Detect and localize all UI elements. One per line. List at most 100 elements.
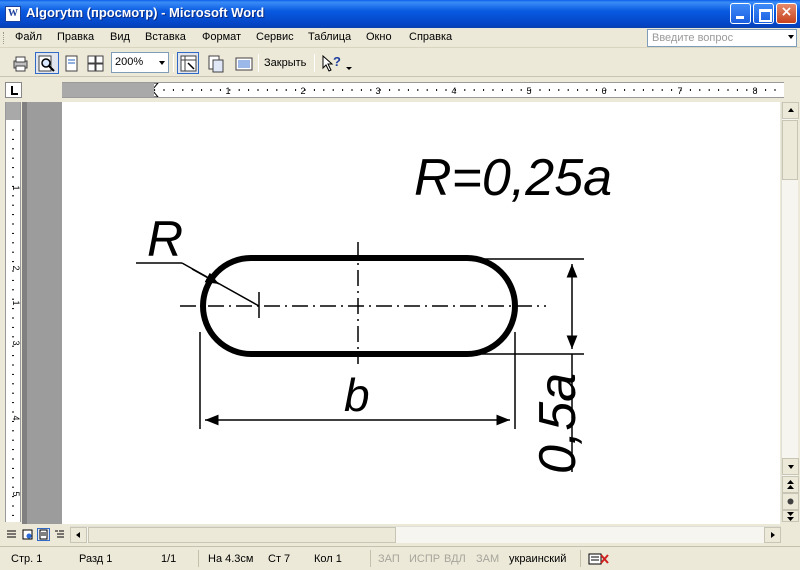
ruler-number: 8 [752, 86, 757, 96]
radius-arrow [191, 268, 220, 285]
normal-view-button[interactable] [5, 528, 18, 541]
radius-label: R [147, 211, 184, 267]
vertical-ruler[interactable]: 1 2 1 3 4 5 [5, 102, 21, 522]
horizontal-scrollbar[interactable] [70, 526, 781, 543]
select-browse-object-button[interactable] [782, 493, 799, 510]
vertical-scroll-thumb[interactable] [782, 120, 798, 180]
window-title: Algorytm (просмотр) - Microsoft Word [26, 5, 265, 20]
help-question-placeholder: Введите вопрос [652, 32, 734, 44]
next-page-button[interactable] [782, 510, 799, 522]
zoom-select[interactable]: 200% [111, 52, 169, 73]
status-line[interactable]: Ст 7 [268, 553, 291, 565]
chevron-down-icon[interactable] [788, 35, 794, 39]
one-page-button[interactable] [60, 52, 82, 74]
ruler-number: 4 [451, 86, 456, 96]
ruler-number: 3 [375, 86, 380, 96]
print-layout-button[interactable] [37, 528, 50, 541]
full-screen-icon [235, 57, 253, 71]
normal-view-icon [7, 530, 16, 538]
menu-tools[interactable]: Сервис [256, 31, 294, 43]
view-ruler-button[interactable] [177, 52, 199, 74]
status-track-changes[interactable]: ИСПР [409, 553, 441, 565]
horizontal-ruler[interactable]: 112345678 [62, 82, 784, 98]
spelling-check-icon[interactable] [588, 551, 610, 567]
status-column[interactable]: Кол 1 [314, 553, 342, 565]
help-question-input[interactable]: Введите вопрос [647, 29, 797, 47]
zoom-value: 200% [115, 56, 144, 68]
radius-formula-label: R=0,25a [414, 149, 613, 207]
menu-help[interactable]: Справка [409, 31, 453, 43]
printer-icon [13, 56, 28, 72]
tab-selector-button[interactable] [5, 82, 22, 98]
ruler-number: 7 [677, 86, 682, 96]
status-extend-selection[interactable]: ВДЛ [444, 553, 466, 565]
width-label: b [344, 369, 370, 421]
ruler-number: 4 [11, 415, 20, 420]
ruler-number: 6 [601, 86, 606, 96]
toolbar-separator [173, 54, 174, 72]
ruler-number: 1 [11, 300, 20, 305]
scroll-right-button[interactable] [764, 527, 781, 543]
ruler-number: 2 [300, 86, 305, 96]
scroll-left-button[interactable] [70, 527, 87, 543]
ruler-number: 2 [11, 265, 20, 270]
menu-window[interactable]: Окно [366, 31, 392, 43]
help-pointer-button[interactable]: ? [318, 52, 352, 74]
status-record-macro[interactable]: ЗАП [378, 553, 400, 565]
status-overtype[interactable]: ЗАМ [476, 553, 500, 565]
menu-bar: Файл Правка Вид Вставка Формат Сервис Та… [0, 28, 800, 48]
toolbar-separator [314, 54, 315, 72]
web-layout-button[interactable] [21, 528, 34, 541]
status-separator [198, 550, 199, 567]
ruler-top-margin [6, 102, 20, 120]
status-position[interactable]: На 4.3см [208, 553, 254, 565]
view-buttons [5, 527, 69, 543]
document-page[interactable]: R=0,25a R b 0,5a [62, 102, 780, 524]
page-gutter [27, 102, 62, 524]
scroll-down-button[interactable] [782, 458, 799, 475]
multiple-pages-button[interactable] [84, 52, 106, 74]
toolbar-separator [258, 54, 259, 72]
close-button[interactable]: × [776, 3, 797, 24]
view-ruler-icon [180, 55, 197, 72]
menu-insert[interactable]: Вставка [145, 31, 186, 43]
menu-edit[interactable]: Правка [57, 31, 95, 43]
close-preview-button[interactable]: Закрыть [264, 57, 307, 69]
shrink-to-fit-button[interactable] [204, 52, 226, 74]
close-icon: × [780, 4, 793, 20]
menu-format[interactable]: Формат [202, 31, 242, 43]
svg-text:?: ? [333, 54, 341, 69]
minimize-button[interactable] [730, 3, 751, 24]
ruler-number: 5 [11, 491, 20, 496]
ruler-number: 1 [11, 185, 20, 190]
status-bar: Стр. 1 Разд 1 1/1 На 4.3см Ст 7 Кол 1 ЗА… [0, 546, 800, 570]
vertical-scrollbar[interactable] [781, 102, 799, 522]
ruler-number: 1 [225, 86, 230, 96]
outline-view-button[interactable] [53, 528, 66, 541]
magnifier-button[interactable] [35, 52, 59, 74]
horizontal-scroll-thumb[interactable] [88, 527, 396, 543]
status-page-count[interactable]: 1/1 [161, 553, 177, 565]
double-arrow-down-icon [787, 512, 794, 521]
horizontal-ruler-ticks: 112345678 [69, 82, 776, 98]
maximize-button[interactable] [753, 3, 774, 24]
ruler-number: 5 [526, 86, 531, 96]
status-section[interactable]: Разд 1 [79, 553, 113, 565]
status-page[interactable]: Стр. 1 [11, 553, 43, 565]
previous-page-button[interactable] [782, 476, 799, 493]
print-button[interactable] [9, 52, 31, 74]
menu-view[interactable]: Вид [110, 31, 130, 43]
arrow-up-icon [788, 108, 794, 112]
menu-table[interactable]: Таблица [308, 31, 352, 43]
menu-grip[interactable] [3, 32, 6, 44]
full-screen-button[interactable] [232, 52, 254, 74]
scroll-up-button[interactable] [782, 102, 799, 119]
word-app-icon[interactable]: W [5, 6, 21, 22]
double-arrow-up-icon [787, 480, 794, 489]
chevron-down-icon [159, 61, 165, 65]
ruler-number: 3 [11, 340, 20, 345]
status-language[interactable]: украинский [509, 553, 567, 565]
vertical-ruler-ticks: 1 2 1 3 4 5 [11, 129, 21, 516]
menu-file[interactable]: Файл [15, 31, 43, 43]
slot-technical-drawing [136, 242, 584, 472]
